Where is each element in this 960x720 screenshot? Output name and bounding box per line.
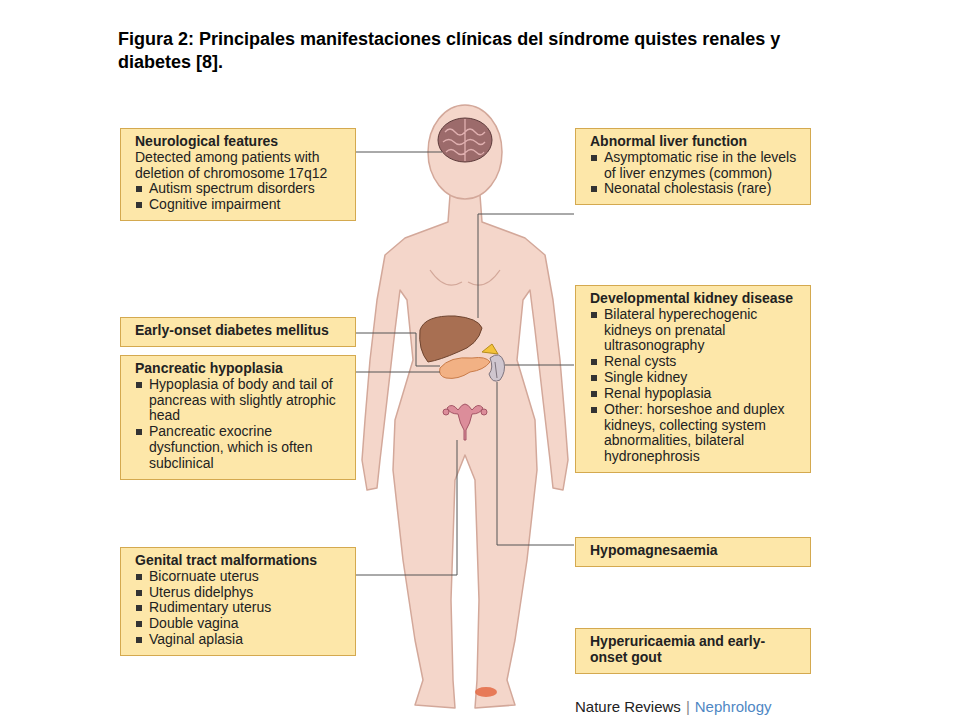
- bullet-item: Autism spectrum disorders: [135, 181, 345, 197]
- bullet-text: Other: horseshoe and duplex kidneys, col…: [604, 401, 785, 464]
- leader-line: [505, 365, 574, 366]
- box-heading: Genital tract malformations: [135, 553, 345, 569]
- bullet-item: Pancreatic exocrine dysfunction, which i…: [135, 424, 345, 471]
- bullet-square: [136, 590, 142, 596]
- kidney: [489, 355, 505, 381]
- bullet-square: [136, 429, 142, 435]
- bullet-item: Uterus didelphys: [135, 585, 345, 601]
- bullet-item: Renal cysts: [590, 354, 800, 370]
- uterus: [447, 404, 483, 440]
- adrenal-gland: [482, 344, 498, 354]
- feature-box: Abnormal liver functionAsymptomatic rise…: [575, 128, 811, 205]
- bullet-text: Renal cysts: [604, 353, 676, 369]
- bullet-square: [591, 375, 597, 381]
- ovary: [443, 409, 449, 415]
- bullet-text: Vaginal aplasia: [149, 631, 243, 647]
- bullet-item: Hypoplasia of body and tail of pancreas …: [135, 377, 345, 424]
- box-heading: Hyperuricaemia and early-onset gout: [590, 634, 800, 666]
- bullet-square: [136, 202, 142, 208]
- bullet-text: Rudimentary uterus: [149, 599, 271, 615]
- leader-line: [478, 214, 574, 318]
- leader-line: [356, 440, 457, 575]
- figure-title: Figura 2: Principales manifestaciones cl…: [118, 28, 818, 75]
- bullet-square: [591, 407, 597, 413]
- bullet-text: Renal hypoplasia: [604, 385, 711, 401]
- feature-box: Pancreatic hypoplasiaHypoplasia of body …: [120, 355, 356, 480]
- credit-label: Nephrology: [695, 698, 772, 715]
- bullet-square: [136, 605, 142, 611]
- feature-box: Hypomagnesaemia: [575, 537, 811, 567]
- brain: [438, 118, 492, 162]
- box-heading: Pancreatic hypoplasia: [135, 361, 345, 377]
- bullet-item: Bilateral hyperechogenic kidneys on pren…: [590, 307, 800, 354]
- ovary: [481, 409, 487, 415]
- box-heading: Neurological features: [135, 134, 345, 150]
- bullet-item: Bicornuate uterus: [135, 569, 345, 585]
- box-heading: Developmental kidney disease: [590, 291, 800, 307]
- feature-box: Neurological featuresDetected among pati…: [120, 128, 356, 221]
- bullet-square: [136, 637, 142, 643]
- bullet-square: [136, 574, 142, 580]
- credit-label: |: [686, 698, 690, 715]
- bullet-text: Asymptomatic rise in the levels of liver…: [604, 149, 796, 181]
- bullet-text: Double vagina: [149, 615, 239, 631]
- credit-label: Nature Reviews: [575, 698, 681, 715]
- liver: [420, 316, 482, 362]
- leader-line: [356, 372, 440, 373]
- bullet-text: Hypoplasia of body and tail of pancreas …: [149, 376, 336, 424]
- leader-lines: [356, 152, 574, 575]
- bullet-square: [591, 359, 597, 365]
- bullet-square: [136, 382, 142, 388]
- bullet-square: [591, 312, 597, 318]
- bullet-square: [591, 155, 597, 161]
- box-heading: Hypomagnesaemia: [590, 543, 800, 559]
- leader-line: [356, 152, 442, 153]
- feature-box: Genital tract malformationsBicornuate ut…: [120, 547, 356, 656]
- feature-box: Developmental kidney diseaseBilateral hy…: [575, 285, 811, 473]
- bullet-item: Cognitive impairment: [135, 197, 345, 213]
- leader-line: [497, 382, 574, 545]
- bullet-text: Cognitive impairment: [149, 196, 281, 212]
- bullet-item: Renal hypoplasia: [590, 386, 800, 402]
- bullet-text: Bicornuate uterus: [149, 568, 259, 584]
- bullet-item: Single kidney: [590, 370, 800, 386]
- feature-box: Hyperuricaemia and early-onset gout: [575, 628, 811, 674]
- gout-inflammation: [475, 687, 497, 697]
- bullet-text: Neonatal cholestasis (rare): [604, 180, 771, 196]
- bullet-square: [591, 186, 597, 192]
- feature-box: Early-onset diabetes mellitus: [120, 317, 356, 347]
- pancreas: [440, 358, 490, 379]
- bullet-text: Uterus didelphys: [149, 584, 253, 600]
- chest-line: [468, 270, 500, 285]
- bullet-item: Other: horseshoe and duplex kidneys, col…: [590, 402, 800, 465]
- box-body: Detected among patients with deletion of…: [135, 150, 345, 182]
- brain-folds: [443, 119, 485, 161]
- bullet-square: [136, 186, 142, 192]
- leader-line: [356, 333, 440, 366]
- bullet-text: Single kidney: [604, 369, 687, 385]
- box-heading: Early-onset diabetes mellitus: [135, 323, 345, 339]
- bullet-square: [591, 391, 597, 397]
- ureter: [495, 362, 497, 378]
- body-silhouette: [362, 195, 568, 708]
- bullet-item: Double vagina: [135, 616, 345, 632]
- bullet-item: Neonatal cholestasis (rare): [590, 181, 800, 197]
- bullet-item: Asymptomatic rise in the levels of liver…: [590, 150, 800, 182]
- bullet-text: Pancreatic exocrine dysfunction, which i…: [149, 423, 312, 471]
- box-heading: Abnormal liver function: [590, 134, 800, 150]
- chest-line: [430, 270, 462, 285]
- bullet-item: Vaginal aplasia: [135, 632, 345, 648]
- bullet-text: Bilateral hyperechogenic kidneys on pren…: [604, 306, 757, 354]
- bullet-text: Autism spectrum disorders: [149, 180, 315, 196]
- bullet-square: [136, 621, 142, 627]
- bullet-item: Rudimentary uterus: [135, 600, 345, 616]
